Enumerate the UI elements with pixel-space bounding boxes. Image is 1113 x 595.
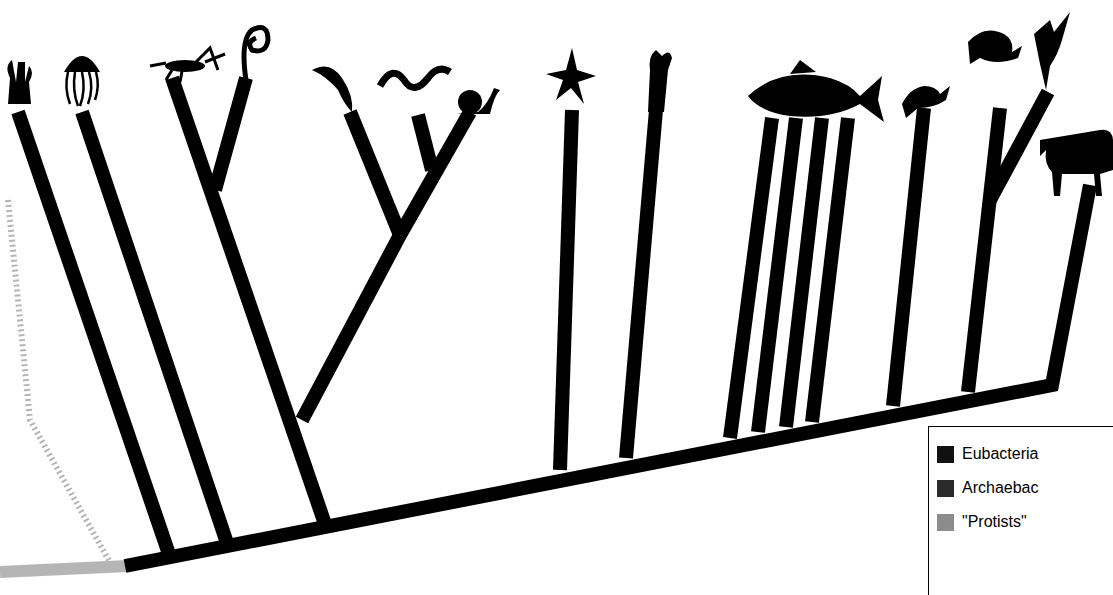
legend-swatch <box>937 514 954 531</box>
legend-swatch <box>937 480 954 497</box>
animal-silhouettes <box>7 12 1113 196</box>
legend-text: Eubacteria <box>962 445 1039 463</box>
legend-item: "Protists" <box>937 505 1113 539</box>
legend-text: "Protists" <box>962 513 1027 531</box>
legend-text: Archaebac <box>962 479 1039 497</box>
legend-box: EubacteriaArchaebac "Protists" <box>928 426 1113 595</box>
legend-item: Archaebac <box>937 471 1113 505</box>
legend-item: Eubacteria <box>937 437 1113 471</box>
legend-swatch <box>937 446 954 463</box>
